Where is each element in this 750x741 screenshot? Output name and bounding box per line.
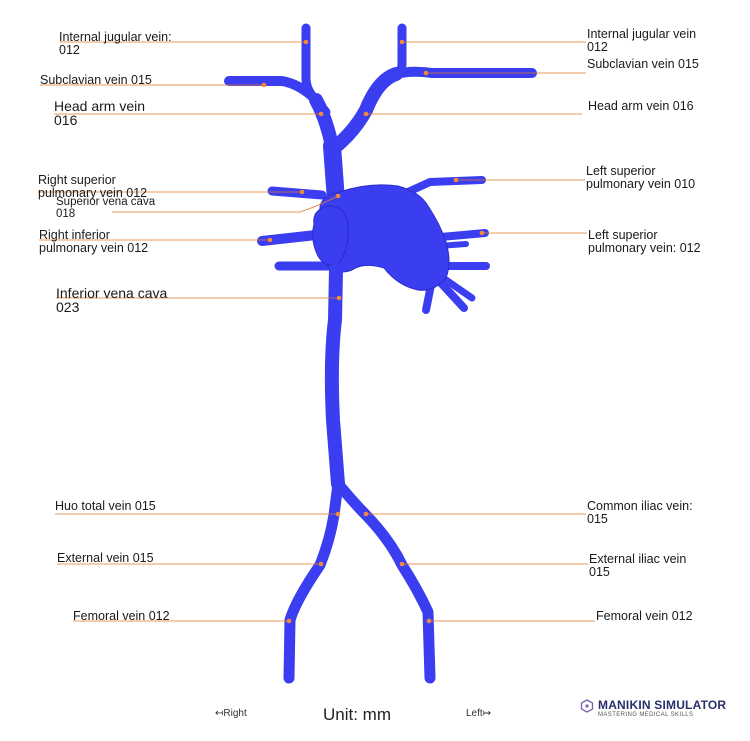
label-left-subclavian: Subclavian vein 015 (587, 57, 699, 71)
right-superior-pulmonary-marker-dot (299, 189, 305, 195)
brand-logo: MANIKIN SIMULATOR MASTERING MEDICAL SKIL… (580, 698, 740, 728)
right-external-marker-dot (318, 561, 324, 567)
label-huo-total: Huo total vein 015 (55, 499, 156, 513)
label-right-subclavian: Subclavian vein 015 (40, 73, 152, 87)
left-direction-label: Left (466, 708, 483, 719)
superior-vena-cava (323, 137, 345, 209)
right-subclavian-vein (224, 76, 321, 105)
label-left-head-arm: Head arm vein 016 (588, 99, 694, 113)
unit-label: Unit: mm (323, 705, 391, 724)
label-left-femoral: Femoral vein 012 (596, 609, 693, 623)
inferior-vena-cava (324, 263, 345, 491)
right-common-iliac-vein (283, 478, 344, 684)
right-head-arm-marker-dot (318, 111, 324, 117)
pulmonary-trunk-branch-2 (436, 278, 468, 312)
right-femoral-marker-dot (286, 618, 292, 624)
arrow-left-icon: ↤ (215, 708, 224, 719)
common-iliac-marker-dot (363, 511, 369, 517)
label-right-external: External vein 015 (57, 551, 154, 565)
left-superior-pulmonary-012-marker-dot (479, 230, 485, 236)
left-head-arm-marker-dot (363, 111, 369, 117)
brand-hexagon-icon (580, 699, 594, 713)
vein-model (224, 23, 537, 684)
left-superior-pulmonary-010-marker-dot (453, 177, 459, 183)
label-right-internal-jugular: Internal jugular vein:012 (59, 30, 172, 57)
leader-lines (38, 39, 595, 624)
left-subclavian-marker-dot (423, 70, 429, 76)
inferior-vena-cava-marker-dot (336, 295, 342, 301)
right-internal-jugular-marker-dot (303, 39, 309, 45)
superior-vena-cava-leader-bend (299, 195, 339, 213)
arrow-right-icon: ↦ (482, 708, 492, 719)
right-direction-indicator: ↤Right (215, 708, 247, 719)
right-direction-label: Right (223, 708, 247, 719)
huo-total-marker-dot (335, 511, 341, 517)
left-femoral-marker-dot (426, 618, 432, 624)
brand-tagline: MASTERING MEDICAL SKILLS (598, 712, 694, 718)
right-inferior-pulmonary-marker-dot (267, 237, 273, 243)
pulmonary-trunk-branch-3 (442, 276, 476, 302)
left-brachiocephalic-vein (327, 67, 403, 155)
left-common-iliac-vein (334, 480, 436, 684)
left-superior-pulmonary-vein-010 (404, 176, 486, 196)
left-internal-jugular-marker-dot (399, 39, 405, 45)
external-iliac-marker-dot (399, 561, 405, 567)
brand-name: MANIKIN SIMULATOR (598, 698, 727, 712)
right-subclavian-marker-dot (261, 82, 267, 88)
left-direction-indicator: Left↦ (466, 708, 491, 719)
label-right-femoral: Femoral vein 012 (73, 609, 170, 623)
right-atrium (312, 205, 349, 266)
label-common-iliac: Common iliac vein:015 (587, 499, 693, 526)
